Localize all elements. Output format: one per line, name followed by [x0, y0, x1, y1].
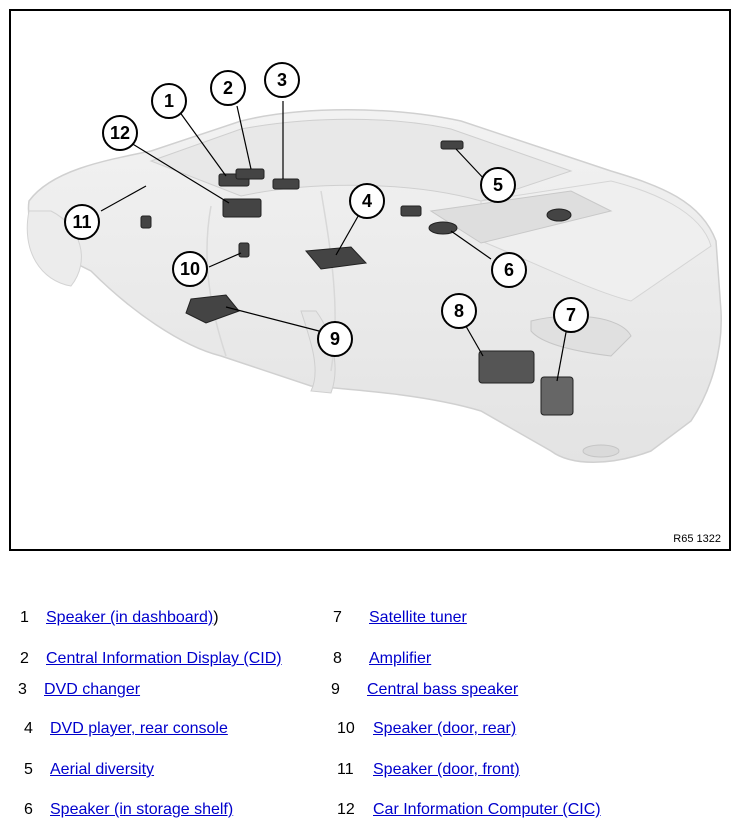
callout-1: [151, 83, 187, 119]
callout-label-1: 1: [164, 91, 174, 111]
callout-label-3: 3: [277, 70, 287, 90]
callout-5: [480, 167, 516, 203]
callout-label-8: 8: [454, 301, 464, 321]
figure-code: R65 1322: [673, 533, 721, 545]
car-illustration: 1 2 3 4 5 6 7 8 9 10 11 12: [26, 62, 722, 463]
legend-item-8: 8 Amplifier: [333, 648, 431, 670]
callout-label-7: 7: [566, 305, 576, 325]
legend-number: 10: [337, 720, 355, 737]
callout-10: [172, 251, 208, 287]
legend-item-4: 4 DVD player, rear console: [24, 718, 228, 740]
legend-item-6: 6 Speaker (in storage shelf): [24, 799, 233, 821]
leader-2: [236, 105, 252, 170]
leader-4: [335, 210, 362, 256]
component-11: [140, 215, 152, 229]
leader-7: [556, 326, 568, 382]
rear-shelf: [429, 190, 613, 244]
exhaust: [582, 444, 620, 458]
callout-label-4: 4: [362, 191, 372, 211]
component-location-diagram: 1 2 3 4 5 6 7 8 9 10 11 12 R65 1322: [9, 9, 731, 551]
legend-item-2: 2 Central Information Display (CID): [20, 648, 282, 670]
legend-link-amplifier[interactable]: Amplifier: [369, 650, 432, 667]
component-5b: [400, 205, 422, 217]
legend-number: 11: [337, 761, 354, 778]
legend-number: 6: [24, 801, 33, 818]
legend-tail: ): [213, 609, 219, 626]
component-12: [222, 198, 262, 218]
legend-item-1: 1 Speaker (in dashboard)): [20, 607, 219, 629]
callout-2: [210, 70, 246, 106]
component-6: [428, 221, 458, 235]
legend-link-satellite-tuner[interactable]: Satellite tuner: [369, 609, 467, 626]
legend-number: 1: [20, 609, 29, 626]
component-4: [305, 246, 368, 270]
component-5a: [440, 140, 464, 150]
legend-item-9: 9 Central bass speaker: [331, 679, 518, 701]
legend-item-11: 11 Speaker (door, front): [337, 759, 520, 781]
legend-item-3: 3 DVD changer: [18, 679, 140, 701]
legend-item-5: 5 Aerial diversity: [24, 759, 154, 781]
legend-link-speaker-door-front[interactable]: Speaker (door, front): [373, 761, 520, 778]
legend-link-cic[interactable]: Car Information Computer (CIC): [373, 801, 601, 818]
callout-7: [553, 297, 589, 333]
legend-link-central-bass[interactable]: Central bass speaker: [367, 681, 519, 698]
callout-label-2: 2: [223, 78, 233, 98]
legend-link-dvd-player[interactable]: DVD player, rear console: [50, 720, 228, 737]
legend-link-speaker-dashboard[interactable]: Speaker (in dashboard): [46, 609, 214, 626]
component-7: [540, 376, 574, 416]
component-9: [185, 294, 240, 324]
legend-number: 2: [20, 650, 29, 667]
callout-label-10: 10: [180, 259, 200, 279]
component-10: [238, 242, 250, 258]
callout-12: [102, 115, 138, 151]
car-glass: [149, 118, 573, 202]
leader-9: [225, 306, 320, 332]
leader-6: [450, 230, 492, 260]
legend-link-aerial-diversity[interactable]: Aerial diversity: [50, 761, 155, 778]
legend-link-cid[interactable]: Central Information Display (CID): [46, 650, 282, 667]
legend-item-7: 7 Satellite tuner: [333, 607, 467, 629]
leader-11: [100, 185, 147, 212]
legend-link-speaker-door-rear[interactable]: Speaker (door, rear): [373, 720, 517, 737]
legend-number: 7: [333, 609, 342, 626]
component-2: [235, 168, 265, 180]
callout-label-12: 12: [110, 123, 130, 143]
component-3: [272, 178, 300, 190]
component-5c: [546, 208, 572, 222]
callout-label-6: 6: [504, 260, 514, 280]
legend-number: 5: [24, 761, 33, 778]
component-8: [478, 350, 535, 384]
callout-label-5: 5: [493, 175, 503, 195]
callout-6: [491, 252, 527, 288]
legend-item-10: 10 Speaker (door, rear): [337, 718, 516, 740]
legend-number: 9: [331, 681, 340, 698]
callout-9: [317, 321, 353, 357]
leader-12: [130, 142, 230, 204]
callout-label-9: 9: [330, 329, 340, 349]
legend-number: 8: [333, 650, 342, 667]
legend-number: 3: [18, 681, 27, 698]
legend-link-dvd-changer[interactable]: DVD changer: [44, 681, 141, 698]
callout-8: [441, 293, 477, 329]
callout-4: [349, 183, 385, 219]
callout-11: [64, 204, 100, 240]
leader-5: [455, 148, 487, 182]
legend-link-speaker-shelf[interactable]: Speaker (in storage shelf): [50, 801, 234, 818]
legend-item-12: 12 Car Information Computer (CIC): [337, 799, 601, 821]
callout-label-11: 11: [72, 212, 91, 232]
leader-1: [178, 110, 227, 177]
leader-10: [208, 252, 242, 268]
legend-number: 4: [24, 720, 33, 737]
callout-3: [264, 62, 300, 98]
legend-number: 12: [337, 801, 355, 818]
